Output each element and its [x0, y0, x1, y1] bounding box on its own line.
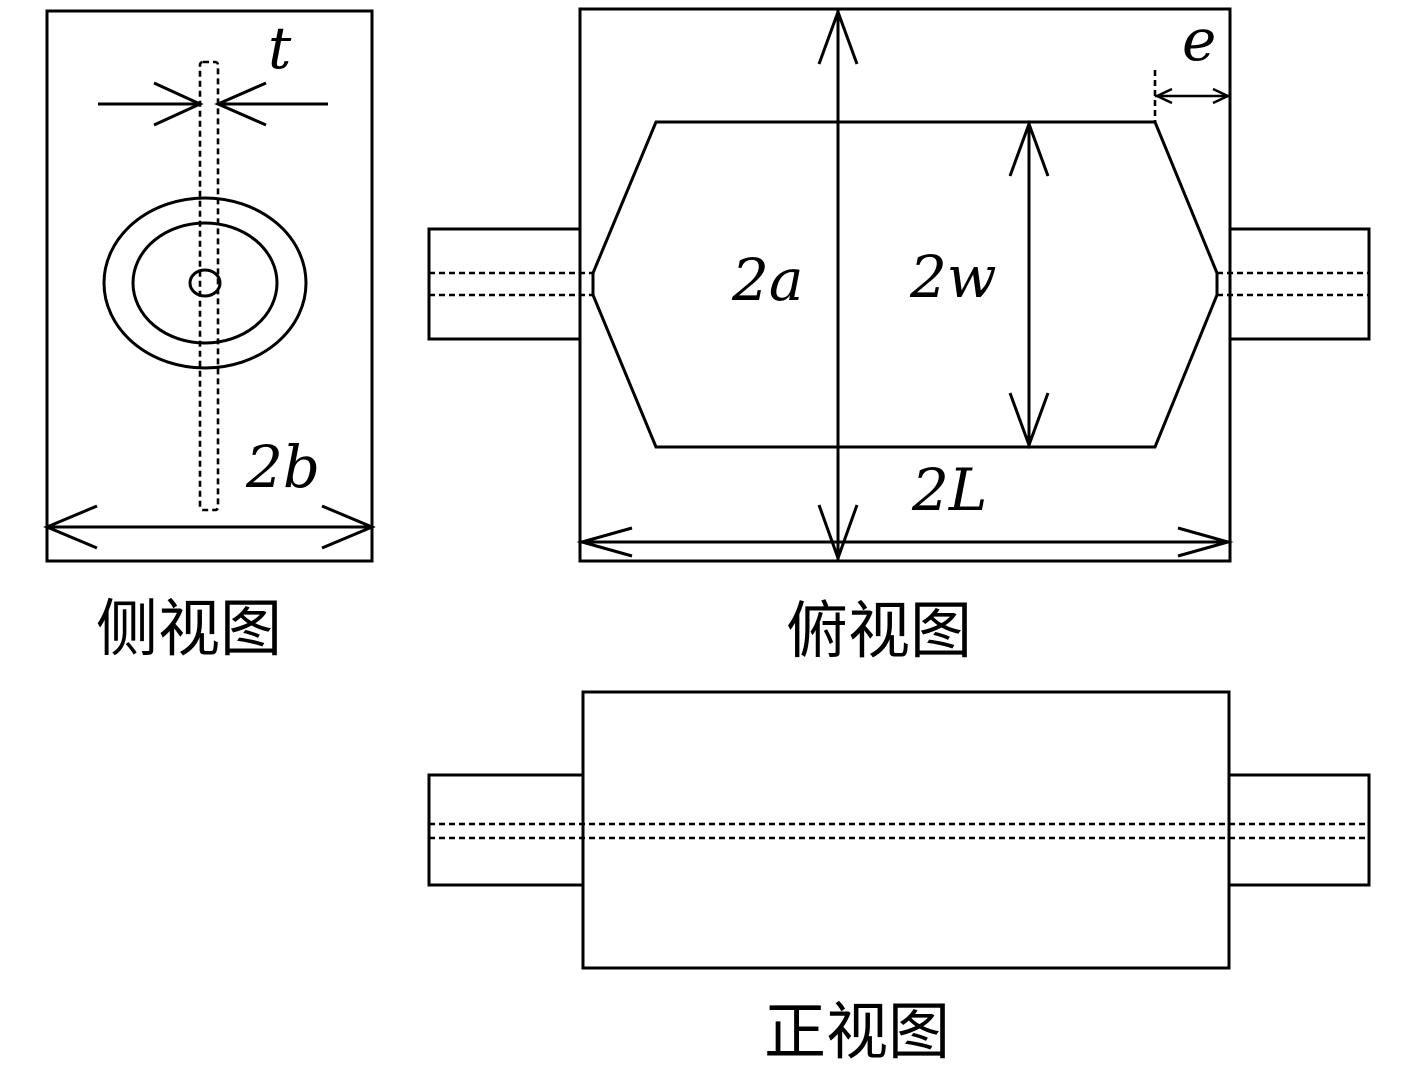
- front-view-body: [581, 690, 1231, 970]
- top-view-label-e: e: [1182, 6, 1216, 74]
- top-view: 2a 2w e 2L 俯视图: [427, 6, 1371, 667]
- front-view-left-shaft: [427, 773, 583, 887]
- top-view-frame: [578, 7, 1232, 563]
- side-view-caption: 侧视图: [96, 592, 282, 665]
- side-view-t-dimension: [98, 81, 328, 127]
- side-view: t 2b 侧视图: [43, 9, 376, 665]
- side-view-inner-ring: [131, 221, 279, 345]
- top-view-label-2w: 2w: [909, 243, 997, 311]
- top-view-2a-dimension: [817, 7, 859, 563]
- top-view-label-2a: 2a: [731, 246, 803, 314]
- front-view: 正视图: [427, 690, 1371, 1068]
- side-view-center-hole: [188, 268, 222, 298]
- side-view-label-t: t: [268, 14, 292, 82]
- side-view-outer-ring: [102, 196, 308, 370]
- side-view-frame: [45, 9, 374, 563]
- front-view-caption: 正视图: [764, 995, 950, 1068]
- side-view-2b-dimension: [43, 504, 376, 550]
- top-view-left-shaft: [427, 227, 593, 341]
- top-view-right-shaft: [1217, 227, 1371, 341]
- side-view-slot: [198, 60, 220, 512]
- top-view-2w-dimension: [1008, 119, 1050, 450]
- top-view-e-dimension: [1153, 70, 1231, 122]
- side-view-label-2b: 2b: [245, 433, 320, 501]
- front-view-right-shaft: [1229, 773, 1371, 887]
- top-view-hexagon-body: [591, 120, 1219, 449]
- top-view-2L-dimension: [576, 526, 1234, 558]
- top-view-label-2L: 2L: [911, 456, 987, 524]
- top-view-caption: 俯视图: [786, 594, 972, 667]
